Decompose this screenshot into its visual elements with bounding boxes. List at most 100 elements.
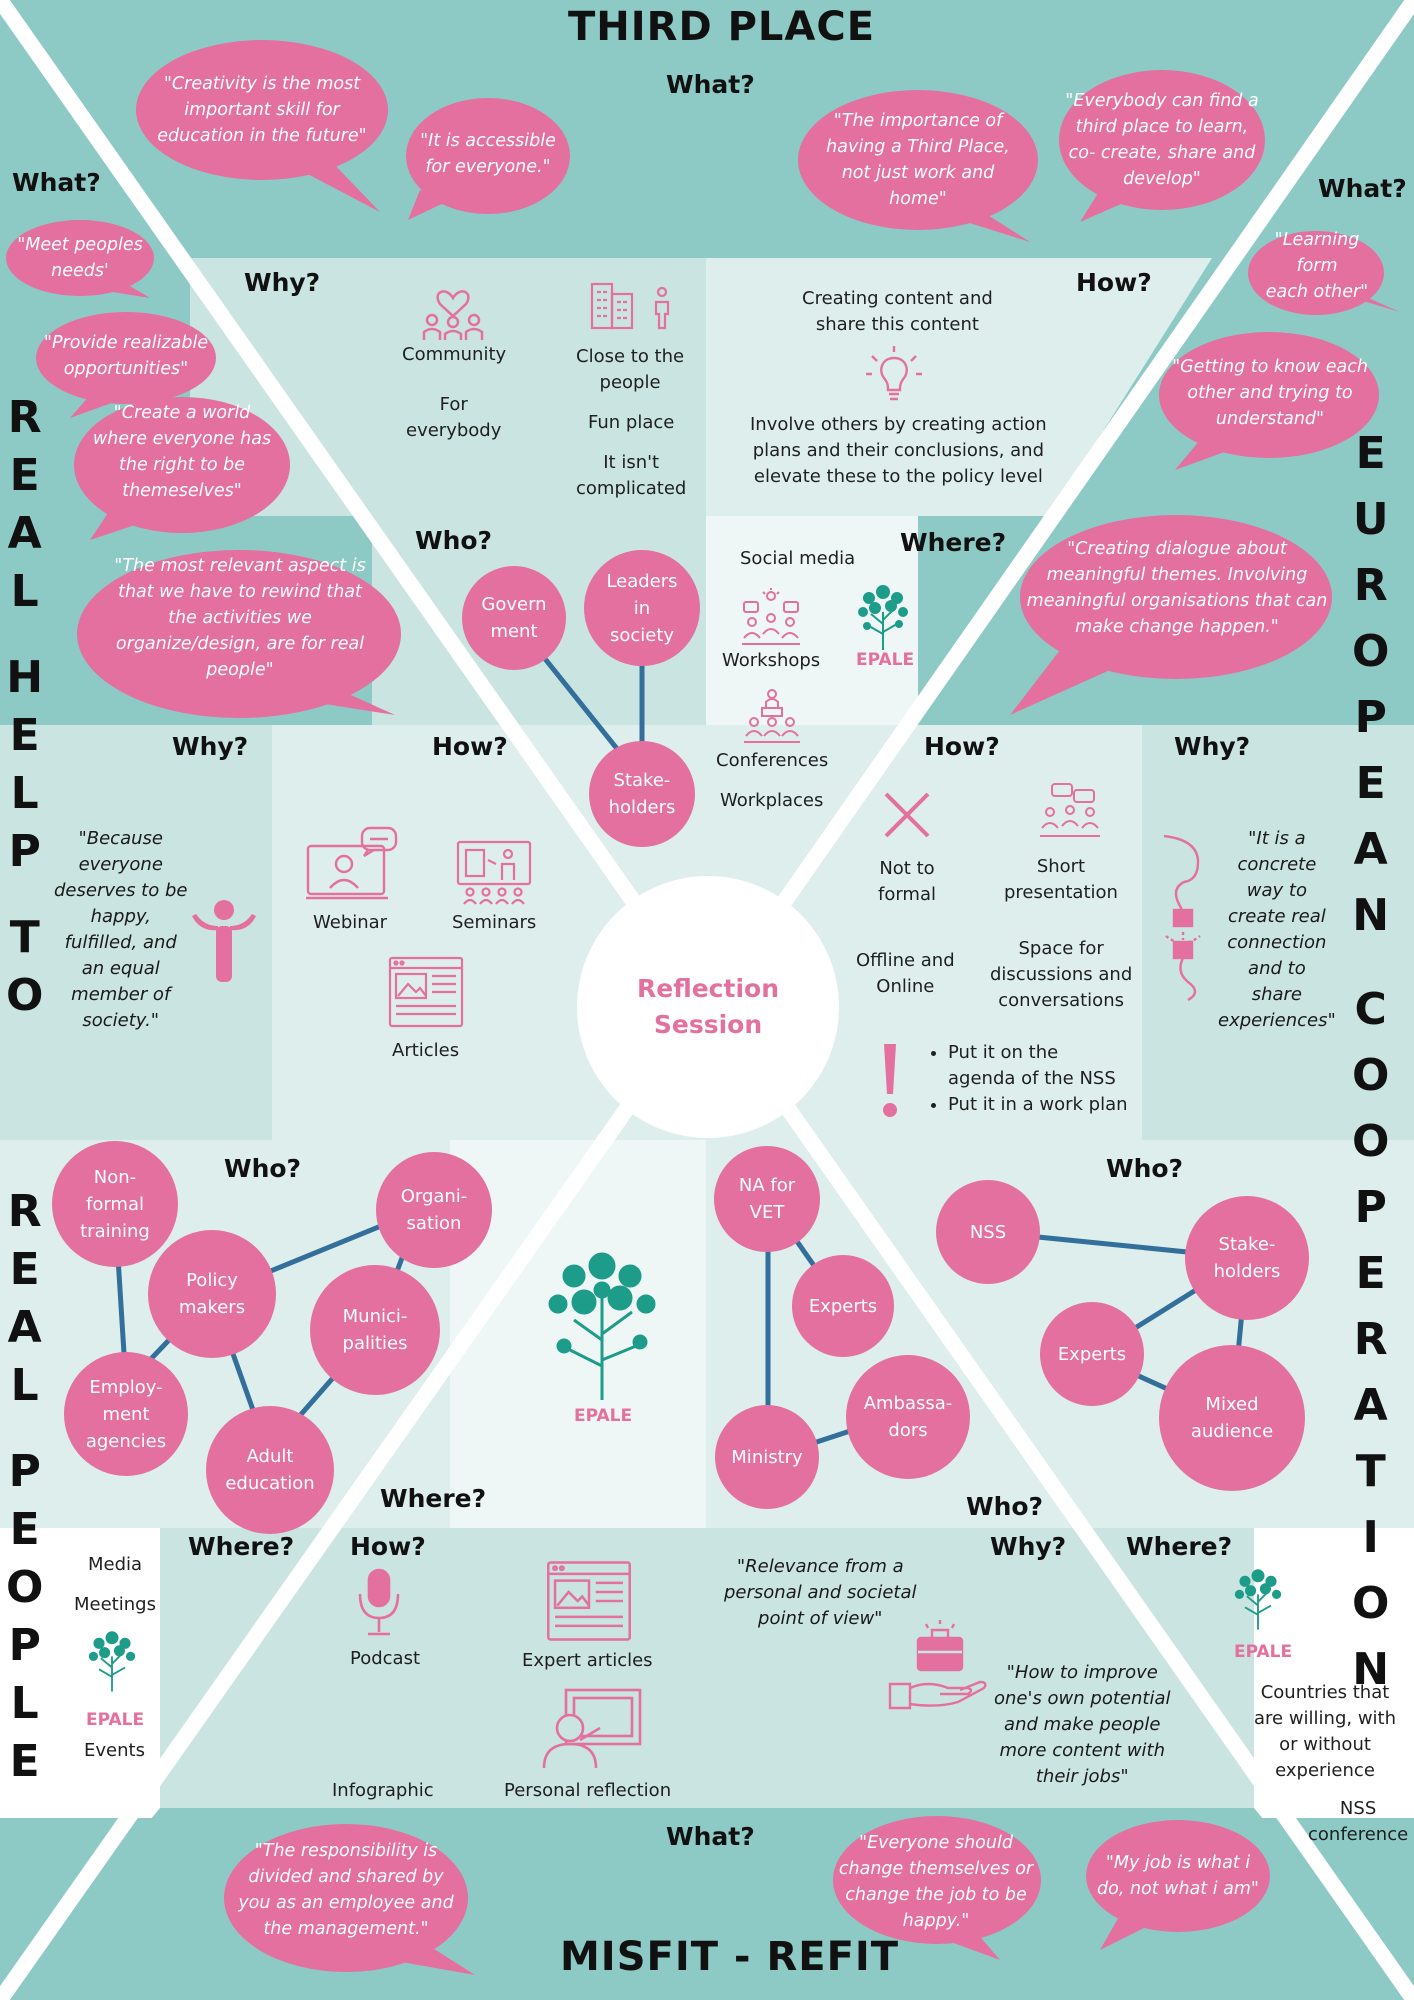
real-people-letter: L bbox=[10, 1360, 39, 1411]
real-people-letter: L bbox=[10, 1678, 39, 1729]
label-for-everybody: For everybody bbox=[406, 394, 502, 441]
title-misfit-refit: MISFIT - REFIT bbox=[560, 1934, 900, 1980]
bubble-realizable-opportunities: "Provide realizable opportunities" bbox=[43, 333, 209, 379]
heading-who-misfit: Who? bbox=[966, 1492, 1044, 1521]
european-cooperation-letter: I bbox=[1362, 1512, 1379, 1563]
quote-relevance: "Relevance from a personal and societal … bbox=[724, 1556, 917, 1629]
bubble-everyone-change: "Everyone should change themselves or ch… bbox=[838, 1833, 1034, 1931]
conference-icon bbox=[744, 689, 800, 743]
heading-who-real-people: Who? bbox=[224, 1154, 302, 1183]
bubble-importance-third-place: "The importance of having a Third Place,… bbox=[826, 111, 1010, 209]
real-people-letter: P bbox=[8, 1620, 41, 1671]
label-events: Events bbox=[84, 1740, 145, 1761]
heading-what-misfit: What? bbox=[666, 1822, 755, 1851]
label-conferences: Conferences bbox=[716, 750, 829, 771]
label-nss-conference: NSS conference bbox=[1308, 1798, 1409, 1845]
european-cooperation-letter: T bbox=[1355, 1446, 1386, 1497]
label-social-media: Social media bbox=[740, 548, 856, 569]
bubble-getting-to-know: "Getting to know each other and trying t… bbox=[1172, 357, 1368, 429]
label-community: Community bbox=[402, 344, 507, 365]
lightbulb-icon bbox=[866, 346, 922, 401]
label-not-complicated: It isn't complicated bbox=[576, 452, 687, 499]
label-media: Media bbox=[88, 1554, 143, 1575]
node-stakeholders-european: Stake- holders bbox=[1213, 1234, 1281, 1282]
bubble-accessible: "It is accessible for everyone." bbox=[420, 131, 556, 177]
epale-tree-icon bbox=[88, 1631, 136, 1692]
bubble-everybody-third-place: "Everybody can find a third place to lea… bbox=[1065, 91, 1259, 189]
briefcase-hand-icon bbox=[888, 1620, 987, 1710]
european-cooperation-letter: C bbox=[1354, 984, 1387, 1035]
european-cooperation-letter: A bbox=[1353, 824, 1388, 875]
bubble-creativity: "Creativity is the most important skill … bbox=[157, 74, 367, 146]
real-help-to-letter: E bbox=[9, 450, 40, 501]
heading-how-real-people: How? bbox=[350, 1532, 426, 1561]
heading-why-misfit: Why? bbox=[990, 1532, 1067, 1561]
real-help-to-letter: L bbox=[10, 566, 39, 617]
label-close-to-people: Close to the people bbox=[576, 346, 685, 393]
workshop-icon bbox=[742, 588, 800, 645]
node-leaders-in-society: Leaders in society bbox=[606, 570, 678, 646]
bubble-most-relevant: "The most relevant aspect is that we hav… bbox=[114, 556, 366, 680]
label-epale-where-real-people: EPALE bbox=[86, 1710, 145, 1730]
label-offline-online: Offline and Online bbox=[856, 950, 955, 997]
heading-why-european: Why? bbox=[1174, 732, 1251, 761]
podcast-icon bbox=[358, 1568, 400, 1636]
node-organisation: Organi- sation bbox=[400, 1186, 468, 1234]
real-people-letter: E bbox=[9, 1244, 40, 1295]
real-help-to-letter: T bbox=[9, 912, 40, 963]
quote-concrete-way: "It is a concrete way to create real con… bbox=[1218, 828, 1336, 1031]
real-people-letter: E bbox=[9, 1504, 40, 1555]
node-policy-makers: Policy makers bbox=[178, 1270, 246, 1318]
heading-what-european: What? bbox=[1318, 174, 1407, 203]
label-workplaces: Workplaces bbox=[720, 790, 824, 811]
reflection-session-circle: Reflection Session bbox=[577, 876, 839, 1138]
european-cooperation-letter: E bbox=[1355, 428, 1386, 479]
node-municipalities: Munici- palities bbox=[342, 1306, 408, 1354]
quote-because-everyone: "Because everyone deserves to be happy, … bbox=[54, 828, 188, 1031]
heading-what-real-help: What? bbox=[12, 168, 101, 197]
node-experts-european: Experts bbox=[1057, 1343, 1127, 1365]
heading-where-real-people-center: Where? bbox=[380, 1484, 487, 1513]
european-cooperation-letter: O bbox=[1352, 626, 1390, 677]
label-countries-willing: Countries that are willing, with or with… bbox=[1254, 1682, 1397, 1781]
label-epale-third-place: EPALE bbox=[856, 650, 915, 670]
european-cooperation-letter: R bbox=[1353, 1314, 1388, 1365]
node-non-formal-training: Non- formal training bbox=[80, 1166, 150, 1242]
webinar-icon bbox=[306, 826, 398, 900]
heading-how-real-help: How? bbox=[432, 732, 508, 761]
personal-reflection-icon bbox=[542, 1688, 642, 1769]
epale-tree-icon bbox=[858, 585, 908, 650]
real-people-letter: E bbox=[9, 1736, 40, 1787]
label-workshops: Workshops bbox=[722, 650, 821, 671]
node-na-for-vet: NA for VET bbox=[738, 1175, 796, 1223]
node-nss: NSS bbox=[969, 1221, 1007, 1243]
european-cooperation-letter: N bbox=[1352, 890, 1390, 941]
node-employment-agencies: Employ- ment agencies bbox=[85, 1376, 167, 1452]
heading-who-european: Who? bbox=[1106, 1154, 1184, 1183]
bubble-creating-dialogue: "Creating dialogue about meaningful them… bbox=[1026, 539, 1328, 637]
european-cooperation-letter: A bbox=[1353, 1380, 1388, 1431]
heading-what-third-place: What? bbox=[666, 70, 755, 99]
european-cooperation-letter: O bbox=[1352, 1578, 1390, 1629]
presentation-icon bbox=[1040, 783, 1100, 837]
happy-person-icon bbox=[192, 900, 256, 982]
bubble-learning-each-other: "Learning form each other" bbox=[1265, 230, 1369, 302]
real-help-to-letter: O bbox=[6, 970, 44, 1021]
heading-where-european: Where? bbox=[1126, 1532, 1233, 1561]
heading-why-real-help: Why? bbox=[172, 732, 249, 761]
label-webinar: Webinar bbox=[313, 912, 388, 933]
bubble-responsibility: "The responsibility is divided and share… bbox=[238, 1841, 454, 1939]
reflection-session-label: Reflection Session bbox=[636, 974, 779, 1039]
bubble-meet-needs: "Meet peoples needs' bbox=[17, 235, 143, 281]
label-expert-articles: Expert articles bbox=[522, 1650, 653, 1671]
label-short-presentation: Short presentation bbox=[1004, 856, 1118, 903]
bullet-item: Put it in a work plan bbox=[948, 1092, 1128, 1118]
node-government: Govern ment bbox=[481, 594, 547, 642]
node-mixed-audience: Mixed audience bbox=[1190, 1394, 1274, 1442]
label-meetings: Meetings bbox=[74, 1594, 156, 1615]
title-third-place: THIRD PLACE bbox=[568, 4, 876, 50]
real-people-letter: O bbox=[6, 1562, 44, 1613]
label-seminars: Seminars bbox=[452, 912, 537, 933]
